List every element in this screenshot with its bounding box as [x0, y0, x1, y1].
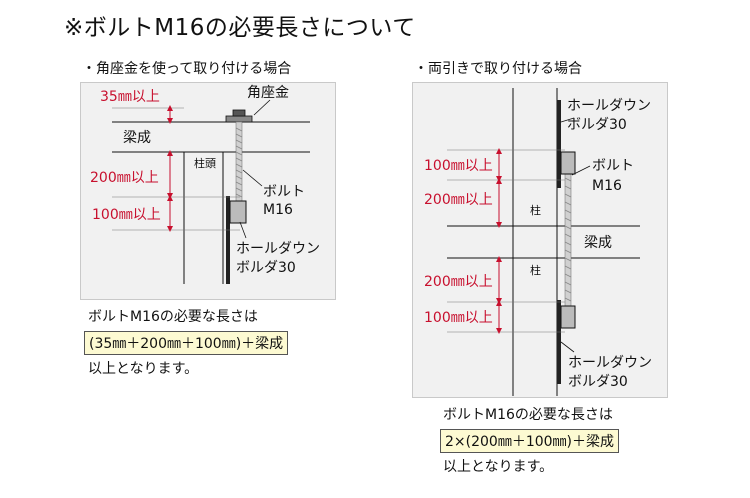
- right-bolt: [564, 161, 572, 313]
- left-leader-lines: [239, 99, 271, 239]
- right-dim-200-bottom-label: 200㎜以上: [424, 274, 493, 290]
- right-note-line1: ボルトM16の必要な長さは: [443, 407, 613, 423]
- right-holdown-top: [557, 100, 576, 188]
- left-holdown-label-2: ボルダ30: [236, 260, 296, 276]
- left-dim-200-label: 200㎜以上: [90, 170, 159, 186]
- right-holdown-bottom-label-2: ボルダ30: [568, 374, 628, 390]
- left-note-line1: ボルトM16の必要な長さは: [88, 309, 258, 325]
- left-beam: [112, 121, 310, 153]
- right-dim-100-bottom-label: 100㎜以上: [424, 310, 493, 326]
- left-bolt-label-1: ボルト: [263, 184, 305, 200]
- right-bolt-label-1: ボルト: [592, 158, 634, 174]
- right-leader-lines: [560, 117, 591, 353]
- right-note-line2: 以上となります。: [443, 459, 554, 475]
- right-heading: ・両引きで取り付ける場合: [414, 61, 582, 77]
- right-beam-label: 梁成: [584, 235, 612, 251]
- right-column-bottom-label: 柱: [530, 263, 541, 277]
- right-column: [512, 88, 558, 396]
- right-reference-lines: [447, 149, 565, 333]
- left-heading: ・角座金を使って取り付ける場合: [82, 61, 292, 77]
- right-diagram-panel: [412, 82, 668, 398]
- left-formula: (35㎜＋200㎜＋100㎜)＋梁成: [84, 331, 289, 355]
- left-washer: [225, 109, 253, 123]
- left-column: [183, 152, 224, 284]
- left-diagram-panel: [80, 82, 336, 300]
- right-dim-100-top-label: 100㎜以上: [424, 158, 493, 174]
- left-dim-100-label: 100㎜以上: [92, 207, 161, 223]
- left-beam-label: 梁成: [123, 130, 151, 146]
- right-column-top-label: 柱: [530, 203, 541, 217]
- right-holdown-bottom-label-1: ホールダウン: [568, 355, 652, 371]
- left-holdown: [226, 196, 247, 284]
- left-column-head-label: 柱頭: [194, 156, 216, 170]
- left-dim-35-label: 35㎜以上: [100, 89, 160, 105]
- right-formula: 2×(200㎜＋100㎜)＋梁成: [440, 429, 620, 453]
- page-title: ※ボルトM16の必要長さについて: [64, 15, 416, 41]
- right-bolt-label-2: M16: [592, 178, 622, 194]
- right-holdown-top-label-2: ボルダ30: [567, 117, 627, 133]
- left-washer-label: 角座金: [247, 85, 289, 101]
- left-bolt-label-2: M16: [263, 202, 293, 218]
- left-holdown-label-1: ホールダウン: [236, 241, 320, 257]
- right-dim-200-top-label: 200㎜以上: [424, 192, 493, 208]
- right-holdown-top-label-1: ホールダウン: [567, 98, 651, 114]
- right-beam: [447, 225, 640, 259]
- right-holdown-bottom: [557, 300, 576, 384]
- left-note-line2: 以上となります。: [88, 361, 199, 377]
